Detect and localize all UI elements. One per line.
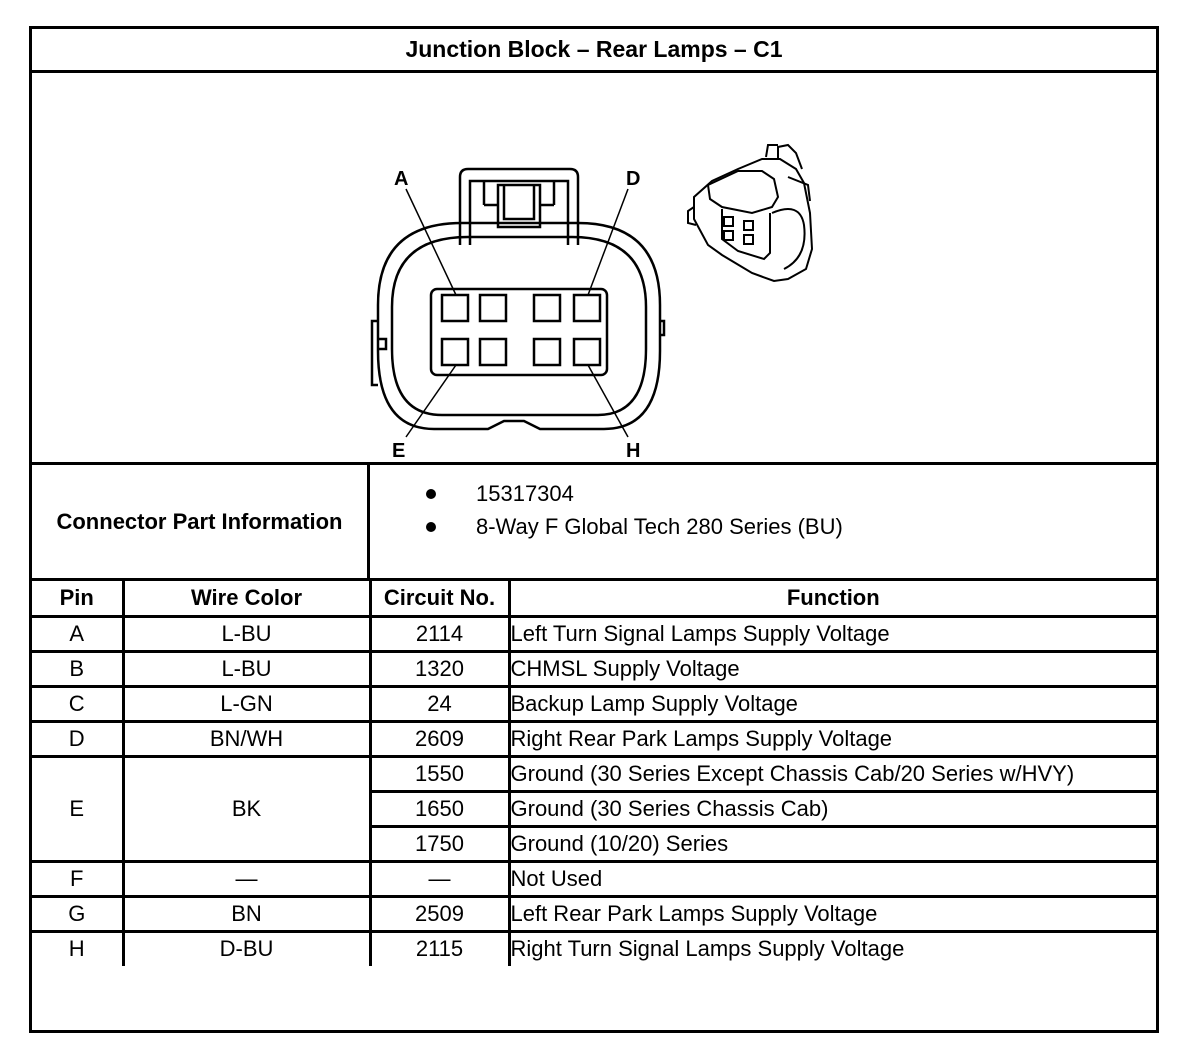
circuit-cell: 1320 xyxy=(368,649,511,688)
function-cell: Left Turn Signal Lamps Supply Voltage xyxy=(507,614,1156,653)
function-cell: Ground (30 Series Chassis Cab) xyxy=(507,789,1156,828)
pin-label-d: D xyxy=(626,168,640,190)
part-description: 8-Way F Global Tech 280 Series (BU) xyxy=(476,514,843,539)
page-title: Junction Block – Rear Lamps – C1 xyxy=(32,29,1156,73)
wire-color-cell: L-BU xyxy=(121,614,372,653)
connector-housing-inner xyxy=(390,235,648,417)
circuit-cell: 1650 xyxy=(370,789,511,828)
connector-latch-inner xyxy=(468,179,570,245)
pin-cavity-e xyxy=(440,337,470,367)
connector-figure: A D E H xyxy=(32,73,1156,465)
pin-cell: E xyxy=(32,754,125,863)
circuit-cell: 1550 xyxy=(368,754,511,793)
table-row: F — — Not Used xyxy=(32,859,1156,898)
table-row: G BN 2509 Left Rear Park Lamps Supply Vo… xyxy=(32,894,1156,933)
table-row: E BK 1550 Ground (30 Series Except Chass… xyxy=(32,754,1156,863)
wire-color-cell: BN xyxy=(121,894,372,933)
bullet-icon xyxy=(426,489,436,499)
wire-color-cell: BN/WH xyxy=(121,719,372,758)
circuit-cell: 24 xyxy=(368,684,511,723)
leader-line-a xyxy=(405,188,457,296)
table-header-row: Pin Wire Color Circuit No. Function xyxy=(32,581,1156,618)
function-cell: Right Turn Signal Lamps Supply Voltage xyxy=(507,929,1156,966)
circuit-cell: 2509 xyxy=(368,894,511,933)
header-pin: Pin xyxy=(32,581,125,618)
connector-face-diagram: A D E H xyxy=(370,143,814,462)
function-cell: Ground (30 Series Except Chassis Cab/20 … xyxy=(507,754,1156,793)
pin-cell: A xyxy=(32,614,125,653)
table-row: B L-BU 1320 CHMSL Supply Voltage xyxy=(32,649,1156,688)
pin-label-a: A xyxy=(394,168,408,190)
header-function: Function xyxy=(507,581,1156,618)
circuit-cell: 2114 xyxy=(368,614,511,653)
pin-cavity-f xyxy=(478,337,508,367)
part-number: 15317304 xyxy=(476,481,574,506)
connector-part-info-label: Connector Part Information xyxy=(32,465,370,578)
function-cell: CHMSL Supply Voltage xyxy=(507,649,1156,688)
pin-cell: B xyxy=(32,649,125,688)
pin-cell: G xyxy=(32,894,125,933)
pin-label-e: E xyxy=(392,440,405,462)
pin-cell: D xyxy=(32,719,125,758)
pinout-table: Pin Wire Color Circuit No. Function A L-… xyxy=(32,581,1156,966)
leader-line-d xyxy=(587,188,629,296)
pin-cavity-h xyxy=(572,337,602,367)
circuit-cell: 2609 xyxy=(368,719,511,758)
leader-line-e xyxy=(405,364,457,438)
pin-cell: H xyxy=(32,929,125,966)
pin-field xyxy=(429,287,609,377)
pin-cavity-d xyxy=(572,293,602,323)
pin-cell: F xyxy=(32,859,125,898)
connector-right-key xyxy=(660,319,666,337)
function-cell: Not Used xyxy=(507,859,1156,898)
connector-latch-outline xyxy=(458,167,580,245)
table-row: D BN/WH 2609 Right Rear Park Lamps Suppl… xyxy=(32,719,1156,758)
table-row: 1750 Ground (10/20) Series xyxy=(32,824,1156,863)
table-row: H D-BU 2115 Right Turn Signal Lamps Supp… xyxy=(32,929,1156,966)
table-row: C L-GN 24 Backup Lamp Supply Voltage xyxy=(32,684,1156,723)
wire-color-cell: L-GN xyxy=(121,684,372,723)
header-wire-color: Wire Color xyxy=(121,581,372,618)
connector-isometric-view xyxy=(687,143,814,283)
function-cell: Left Rear Park Lamps Supply Voltage xyxy=(507,894,1156,933)
circuit-cell: 1750 xyxy=(370,824,511,863)
function-cell: Ground (10/20) Series xyxy=(507,824,1156,863)
connector-housing-outer xyxy=(376,221,662,431)
pin-cavity-a xyxy=(440,293,470,323)
connector-part-info: Connector Part Information 15317304 8-Wa… xyxy=(32,465,1156,581)
wire-color-cell: D-BU xyxy=(121,929,372,966)
connector-left-key xyxy=(370,319,388,387)
header-circuit-no: Circuit No. xyxy=(368,581,511,618)
pin-label-h: H xyxy=(626,440,640,462)
pin-cavity-b xyxy=(478,293,508,323)
wire-color-cell: BK xyxy=(121,754,372,863)
connector-sheet: Junction Block – Rear Lamps – C1 xyxy=(29,26,1159,1033)
bullet-icon xyxy=(426,522,436,532)
function-cell: Backup Lamp Supply Voltage xyxy=(507,684,1156,723)
circuit-cell: — xyxy=(368,859,511,898)
connector-part-info-list: 15317304 8-Way F Global Tech 280 Series … xyxy=(370,465,1156,578)
wire-color-cell: — xyxy=(121,859,372,898)
pin-cell: C xyxy=(32,684,125,723)
wire-color-cell: L-BU xyxy=(121,649,372,688)
table-row: A L-BU 2114 Left Turn Signal Lamps Suppl… xyxy=(32,614,1156,653)
function-cell: Right Rear Park Lamps Supply Voltage xyxy=(507,719,1156,758)
leader-line-h xyxy=(587,364,629,438)
circuit-cell: 2115 xyxy=(368,929,511,966)
table-row: 1650 Ground (30 Series Chassis Cab) xyxy=(32,789,1156,828)
pin-cavity-c xyxy=(532,293,562,323)
pin-cavity-g xyxy=(532,337,562,367)
